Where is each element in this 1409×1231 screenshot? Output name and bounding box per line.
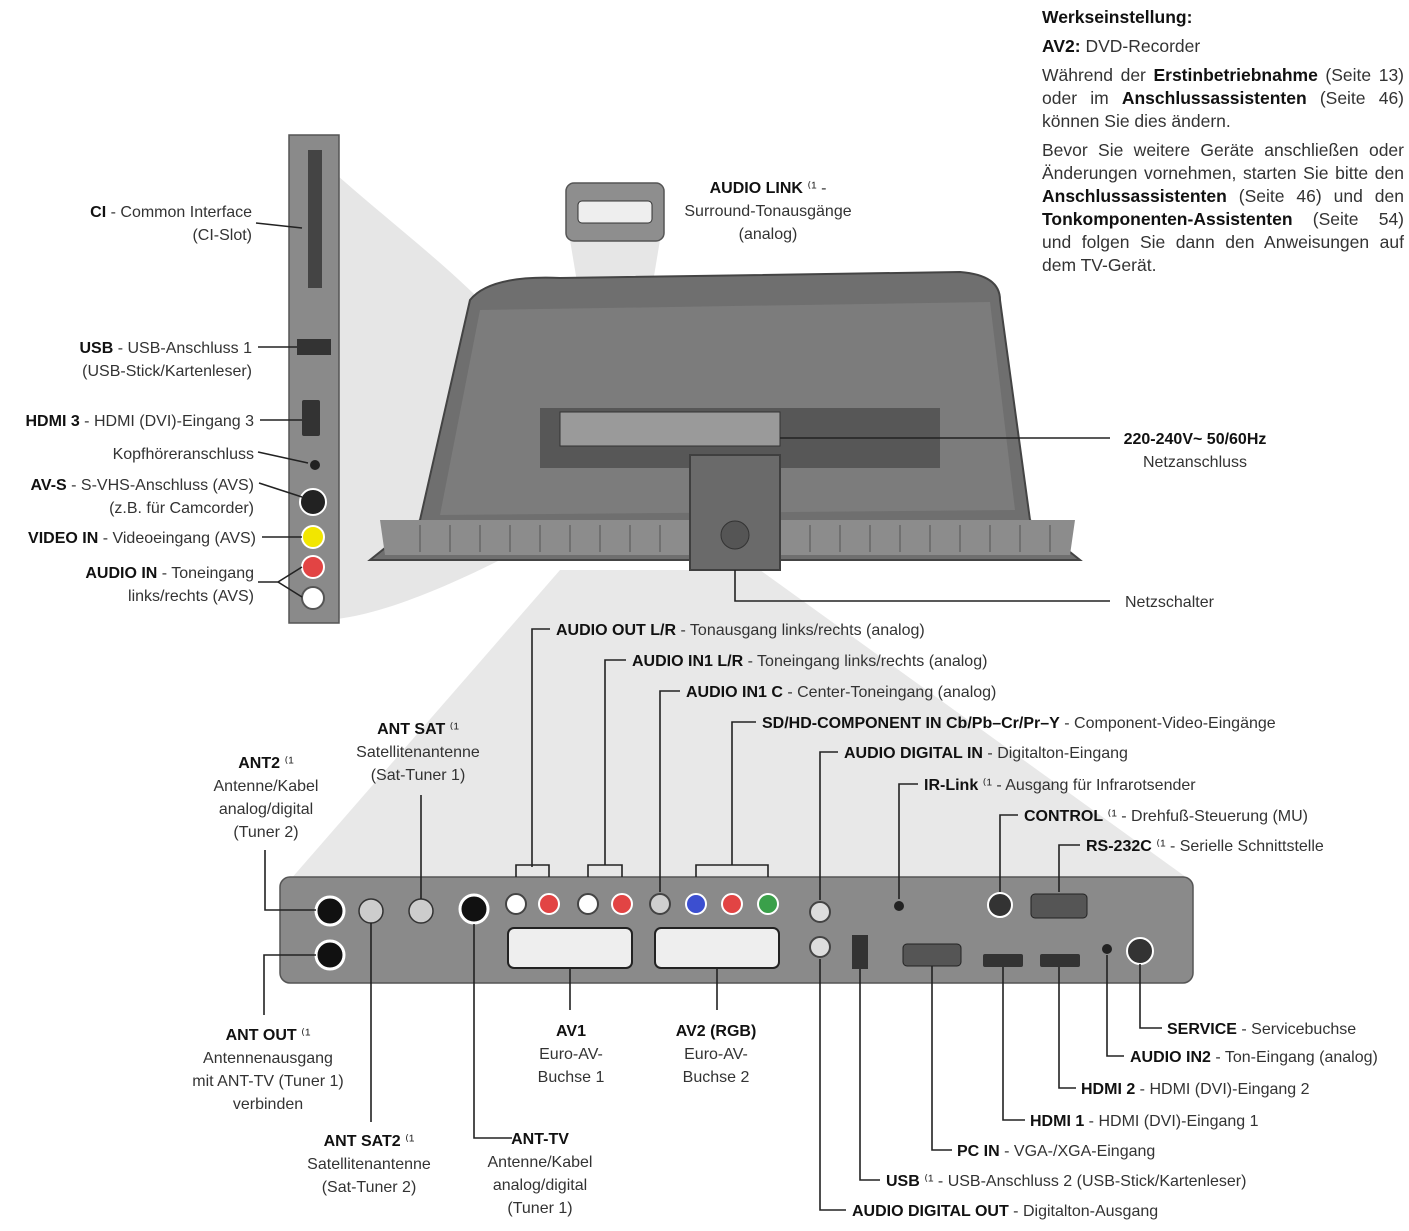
callout-videoin: VIDEO IN - Videoeingang (AVS) — [28, 530, 256, 547]
component-green-jack[interactable] — [757, 893, 779, 915]
audio-out-red-jack[interactable] — [538, 893, 560, 915]
audio-in1-white-jack[interactable] — [577, 893, 599, 915]
audio-digital-out-jack[interactable] — [809, 936, 831, 958]
ant-sat-jack[interactable] — [408, 898, 434, 924]
notes-paragraph-1: Während der Erstinbetriebnahme (Seite 13… — [1042, 65, 1404, 131]
hdmi-port-2[interactable] — [1040, 954, 1080, 967]
callout-switch: Netzschalter — [1125, 594, 1215, 611]
ci-slot[interactable] — [308, 150, 322, 288]
callout-headphone: Kopfhöreranschluss — [113, 446, 254, 463]
ant-tv-jack[interactable] — [458, 893, 490, 925]
bottom-panel-zoom-cone — [290, 570, 1190, 880]
ant2-jack[interactable] — [314, 895, 346, 927]
callout-service: SERVICE - Servicebuchse — [1167, 1021, 1356, 1038]
control-jack[interactable] — [987, 892, 1013, 918]
callout-hdmi3: HDMI 3 - HDMI (DVI)-Eingang 3 — [26, 413, 255, 430]
callout-audioout: AUDIO OUT L/R - Tonausgang links/rechts … — [556, 622, 925, 639]
notes-heading: Werkseinstellung: — [1042, 7, 1193, 27]
callout-rs232: RS-232C ⁽¹ - Serielle Schnittstelle — [1086, 838, 1324, 855]
ant-sat2-jack[interactable] — [358, 898, 384, 924]
callout-av2: AV2 (RGB)Euro-AV-Buchse 2 — [676, 1023, 757, 1086]
callout-audiodigout: AUDIO DIGITAL OUT - Digitalton-Ausgang — [852, 1203, 1158, 1220]
audio-in-white-jack[interactable] — [301, 586, 325, 610]
callout-pcin: PC IN - VGA-/XGA-Eingang — [957, 1143, 1155, 1160]
audio-out-white-jack[interactable] — [505, 893, 527, 915]
callout-ci: CI - Common Interface(CI-Slot) — [90, 204, 252, 244]
pc-in-port[interactable] — [902, 943, 962, 967]
rs232-port[interactable] — [1030, 893, 1088, 919]
component-red-jack[interactable] — [721, 893, 743, 915]
usb-port-2[interactable] — [852, 935, 868, 969]
audio-in2-jack[interactable] — [1102, 944, 1112, 954]
callout-irlink: IR-Link ⁽¹ - Ausgang für Infrarotsender — [924, 777, 1196, 794]
callout-hdmi1: HDMI 1 - HDMI (DVI)-Eingang 1 — [1030, 1113, 1259, 1130]
callout-audiolink: AUDIO LINK ⁽¹ -Surround-Tonausgänge(anal… — [684, 180, 851, 243]
audio-in-red-jack[interactable] — [301, 555, 325, 579]
callout-audioin1c: AUDIO IN1 C - Center-Toneingang (analog) — [686, 684, 996, 701]
hdmi-port-3[interactable] — [302, 400, 320, 436]
hdmi-port-1[interactable] — [983, 954, 1023, 967]
audio-in1-center-jack[interactable] — [649, 893, 671, 915]
callout-component: SD/HD-COMPONENT IN Cb/Pb–Cr/Pr–Y - Compo… — [762, 715, 1276, 732]
tv-back-view — [367, 270, 1083, 571]
callout-avs: AV-S - S-VHS-Anschluss (AVS)(z.B. für Ca… — [31, 477, 254, 517]
leader-lines — [255, 222, 1162, 1211]
callout-labels: CI - Common Interface(CI-Slot) USB - USB… — [26, 180, 1378, 1220]
video-in-jack[interactable] — [301, 525, 325, 549]
svhs-jack[interactable] — [299, 488, 327, 516]
factory-settings-notes: Werkseinstellung: AV2: DVD-Recorder Währ… — [1042, 6, 1404, 283]
notes-av2: AV2: DVD-Recorder — [1042, 36, 1201, 56]
callout-usb2: USB ⁽¹ - USB-Anschluss 2 (USB-Stick/Kart… — [886, 1173, 1246, 1190]
usb-port-1[interactable] — [297, 339, 331, 355]
scart-av1[interactable] — [507, 927, 633, 969]
notes-paragraph-2: Bevor Sie weitere Geräte anschließen ode… — [1042, 140, 1404, 275]
ir-link-jack[interactable] — [894, 901, 904, 911]
audio-link-connector — [565, 182, 665, 242]
side-connection-panel — [288, 134, 340, 624]
callout-audioin2: AUDIO IN2 - Ton-Eingang (analog) — [1130, 1049, 1378, 1066]
audio-digital-in-jack[interactable] — [809, 901, 831, 923]
headphone-jack[interactable] — [310, 460, 320, 470]
callout-audiodigin: AUDIO DIGITAL IN - Digitalton-Eingang — [844, 745, 1128, 762]
callout-usb1: USB - USB-Anschluss 1(USB-Stick/Kartenle… — [80, 340, 253, 380]
callout-audioin1: AUDIO IN1 L/R - Toneingang links/rechts … — [632, 653, 987, 670]
service-jack[interactable] — [1126, 937, 1154, 965]
ant-out-jack[interactable] — [314, 939, 346, 971]
component-blue-jack[interactable] — [685, 893, 707, 915]
scart-av2[interactable] — [654, 927, 780, 969]
audio-in1-red-jack[interactable] — [611, 893, 633, 915]
callout-hdmi2: HDMI 2 - HDMI (DVI)-Eingang 2 — [1081, 1081, 1310, 1098]
bottom-connection-panel — [279, 876, 1194, 984]
callout-control: CONTROL ⁽¹ - Drehfuß-Steuerung (MU) — [1024, 808, 1308, 825]
